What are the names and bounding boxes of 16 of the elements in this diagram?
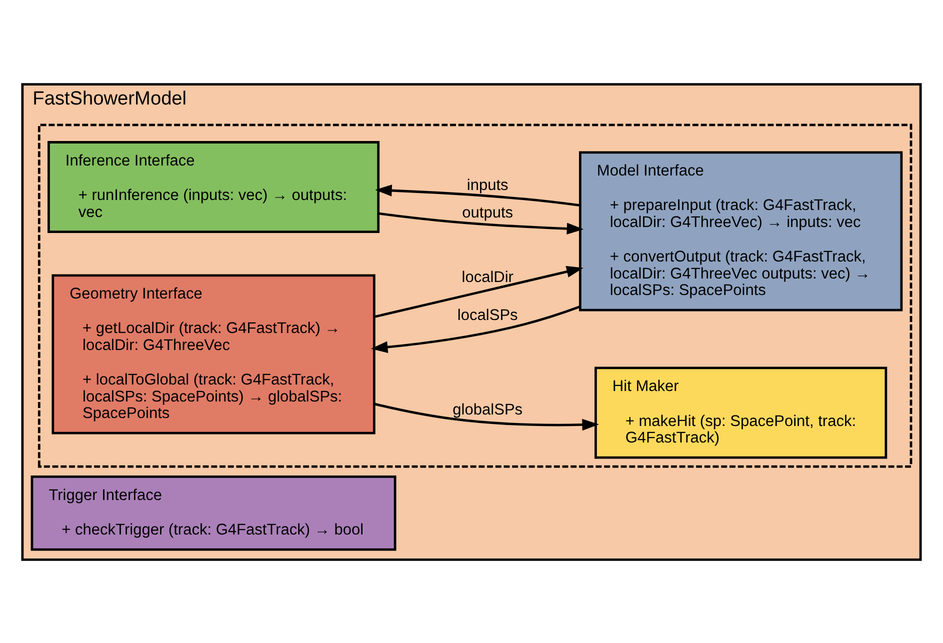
arrow [374,265,584,318]
node-box: Hit Maker + makeHit (sp: SpacePoint, track: G4FastTrack) [594,366,888,458]
node-box: Inference Interface + runInference (inputs: vec) → outputs: vec [48,140,380,233]
edge-label: globalSPs [452,400,523,418]
node-box: Geometry Interface + getLocalDir (track: G4FastTrack) → localDir: G4ThreeVec + localToGlobal (track: G4FastTrack, localSPs: SpacePoints) → globalSPs: SpacePoints [52,274,376,434]
arrow [374,402,599,430]
edge-label: inputs [466,176,508,194]
node-box: Trigger Interface + checkTrigger (track: G4FastTrack) → bool [30,474,396,550]
edge-label: localDir [462,268,514,286]
cluster [38,123,912,468]
edge-label: localSPs [457,306,518,324]
arrow [370,305,580,352]
node-box: Model Interface + prepareInput (track: G4FastTrack, localDir: G4ThreeVec) → inputs: vec + convertOutput (track: G4FastTrack, localDir: G4ThreeVec outputs: vec) → localSPs: SpacePoints [578,150,903,311]
arrow [378,212,584,234]
edge-label: outputs [462,204,514,221]
arrow [375,184,580,206]
